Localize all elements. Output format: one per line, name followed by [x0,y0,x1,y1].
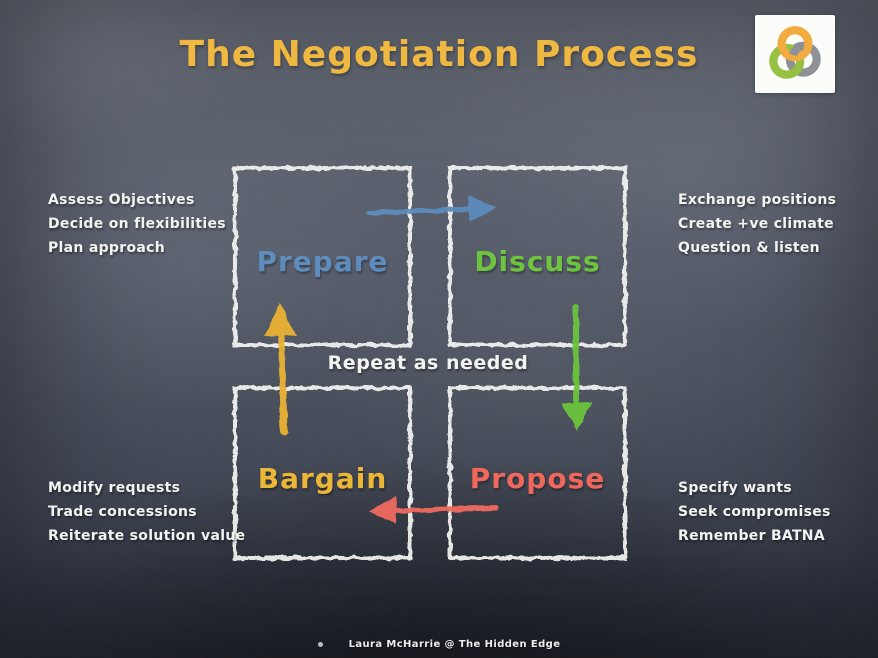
note-line: Seek compromises [678,504,831,520]
note-line: Specify wants [678,480,793,496]
arrow-left-propose-to-bargain [369,496,499,525]
arrow-down-discuss-to-propose [561,303,592,431]
note-line: Remember BATNA [678,528,825,544]
bullet-dot-icon [317,642,323,647]
bargain-box-outline [233,386,412,560]
arrowhead-left-icon [369,496,397,525]
propose-box-outline [448,386,627,560]
prepare-box-outline [233,166,412,347]
discuss-notes: Exchange positions Create +ve climate Qu… [678,188,836,260]
note-line: Modify requests [48,480,181,496]
discuss-box-outline [448,166,627,347]
propose-notes: Specify wants Seek compromises Remember … [678,476,831,548]
note-line: Create +ve climate [678,216,834,232]
arrowhead-up-icon [264,303,297,337]
box-label-propose: Propose [469,461,606,495]
credit-text: Laura McHarrie @ The Hidden Edge [348,639,561,650]
note-line: Exchange positions [678,192,837,208]
box-label-prepare: Prepare [256,245,389,278]
footer-credit: Laura McHarrie @ The Hidden Edge [0,639,878,650]
bargain-notes: Modify requests Trade concessions Reiter… [48,476,245,548]
repeat-as-needed-label: Repeat as needed [327,352,529,374]
note-line: Question & listen [678,240,820,256]
note-line: Plan approach [48,240,165,256]
box-label-discuss: Discuss [474,245,601,278]
prepare-notes: Assess Objectives Decide on flexibilitie… [48,188,226,260]
arrow-up-bargain-to-prepare [264,303,297,436]
note-line: Decide on flexibilities [48,216,226,232]
arrowhead-down-icon [561,402,592,431]
arrow-right-prepare-to-discuss [366,195,496,222]
note-line: Trade concessions [48,504,197,520]
note-line: Assess Objectives [48,192,195,208]
arrowhead-right-icon [468,195,496,222]
note-line: Reiterate solution value [48,528,246,544]
box-label-bargain: Bargain [257,461,388,495]
